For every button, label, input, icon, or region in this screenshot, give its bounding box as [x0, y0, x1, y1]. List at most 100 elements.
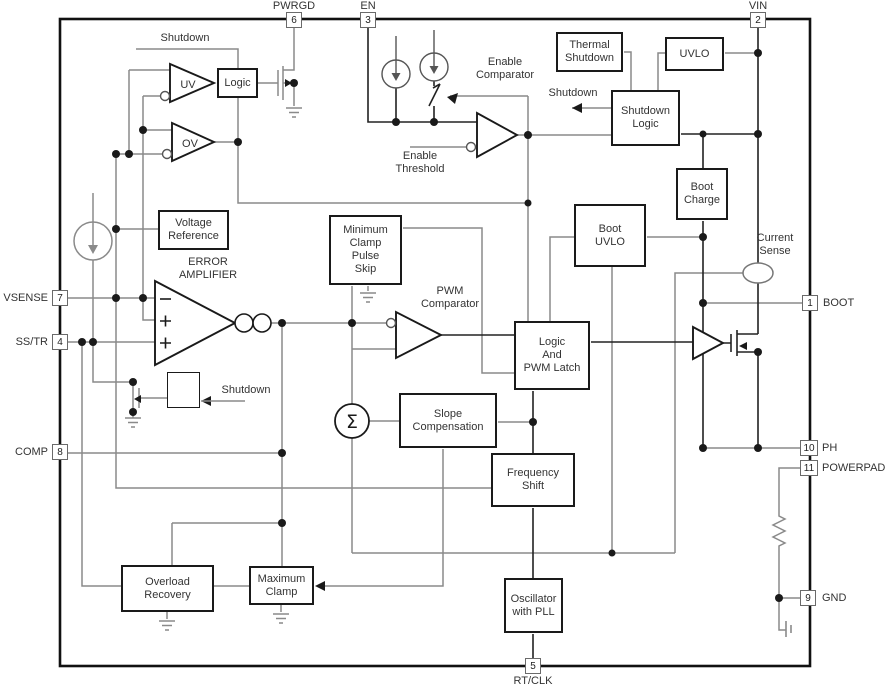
- block-thermal-shutdown: Thermal Shutdown: [556, 32, 623, 72]
- capacitor-icon: [785, 621, 792, 637]
- block-boot-charge: Boot Charge: [676, 168, 728, 220]
- ss-fet-gate: [132, 388, 167, 418]
- wire-ref-rail: [142, 96, 155, 321]
- ground-icon: [286, 107, 302, 118]
- pin-label-ph: PH: [822, 442, 838, 454]
- uv-comparator-triangle: [169, 62, 217, 104]
- block-shutdown-logic: Shutdown Logic: [611, 90, 680, 146]
- ov-comparator-triangle: [171, 121, 217, 163]
- gm-output-icon: [234, 313, 272, 333]
- enable-comparator-label: Enable Comparator: [475, 56, 535, 81]
- wire-slope-maxclamp: [318, 449, 444, 587]
- pin-label-pwrgd: PWRGD: [272, 0, 316, 12]
- pin-boot: 1: [802, 295, 818, 311]
- ground-icon: [273, 613, 289, 624]
- block-logic-and-pwm-latch: Logic And PWM Latch: [514, 321, 590, 390]
- pin-comp: 8: [52, 444, 68, 460]
- block-voltage-reference: Voltage Reference: [158, 210, 229, 250]
- block-ss-discharge: [167, 372, 200, 408]
- block-oscillator-with-pll: Oscillator with PLL: [504, 578, 563, 633]
- shutdown-top-label: Shutdown: [160, 32, 210, 44]
- current-sense-ellipse: [742, 262, 774, 284]
- ov-label: OV: [182, 138, 199, 150]
- wire-ss-discharge: [92, 260, 134, 412]
- ground-icon: [360, 292, 376, 303]
- block-maximum-clamp: Maximum Clamp: [249, 566, 314, 605]
- pin-gnd: 9: [800, 590, 816, 606]
- power-fet-body-arrow: [739, 342, 747, 350]
- wire-bootuvlo-latch: [549, 236, 574, 321]
- pin-ph: 10: [800, 440, 818, 456]
- inverter-bubble: [385, 317, 397, 329]
- arrowhead-enable-feedback: [447, 93, 458, 104]
- wire-uv-top-input: [128, 69, 170, 154]
- ss-fet-body-arrow: [134, 395, 141, 403]
- arrowhead-shutdown-signal: [572, 103, 582, 113]
- gate-driver-triangle: [692, 325, 726, 361]
- pin-label-boot: BOOT: [823, 297, 855, 309]
- enable-threshold-label: Enable Threshold: [395, 150, 445, 175]
- block-logic: Logic: [217, 68, 258, 98]
- pin-label-powerpad: POWERPAD: [822, 462, 886, 474]
- pin-sstr: 4: [52, 334, 68, 350]
- wire-shutdown-top: [136, 48, 239, 68]
- plus-sign: [160, 315, 171, 327]
- pin-label-en: EN: [360, 0, 376, 12]
- ground-icons: [125, 107, 376, 631]
- wire-ov-out: [213, 98, 528, 204]
- inverter-bubble: [159, 90, 171, 102]
- inverter-bubble: [161, 148, 173, 160]
- block-overload-recovery: Overload Recovery: [121, 565, 214, 612]
- sigma-label: Σ: [346, 411, 358, 433]
- comparators: [154, 62, 726, 367]
- power-mosfet-wires: [723, 330, 759, 448]
- junction-dots: [78, 49, 783, 602]
- pwm-comparator-triangle: [395, 310, 444, 360]
- wire-powerpad-gnd: [778, 467, 800, 631]
- pin-label-gnd: GND: [822, 592, 847, 604]
- pwrgd-fet-body-arrow: [285, 79, 292, 87]
- wire-uvlo-links: [657, 52, 758, 90]
- pwrgd-fet-wires: [258, 28, 295, 106]
- block-uvlo: UVLO: [665, 37, 724, 71]
- plus-sign: [160, 337, 171, 349]
- block-minimum-clamp-pulse-skip: Minimum Clamp Pulse Skip: [329, 215, 402, 285]
- pwm-comparator-label: PWM Comparator: [420, 285, 480, 310]
- shutdown-ss-label: Shutdown: [221, 384, 271, 396]
- wire-minclamp-sigma: [351, 286, 396, 553]
- wire-overload-top: [171, 522, 282, 565]
- ground-icon: [159, 620, 175, 631]
- enable-switch-icon: [428, 83, 441, 107]
- wire-current-sense: [352, 272, 743, 554]
- gnd-stubs: [166, 605, 282, 619]
- sigma-icon: [334, 403, 370, 439]
- block-frequency-shift: Frequency Shift: [491, 453, 575, 507]
- block-boot-uvlo: Boot UVLO: [574, 204, 646, 267]
- wire-en-pin: [367, 28, 477, 123]
- wire-sstr-overload: [81, 342, 121, 587]
- block-label: Logic: [224, 76, 251, 89]
- current-source-icons: [73, 30, 449, 261]
- pin-label-vsense: VSENSE: [3, 292, 48, 304]
- pin-vin: 2: [750, 12, 766, 28]
- pin-vsense: 7: [52, 290, 68, 306]
- pin-pwrgd: 6: [286, 12, 302, 28]
- error-amplifier-label: ERROR AMPLIFIER: [178, 256, 238, 281]
- pin-powerpad: 11: [800, 460, 818, 476]
- block-slope-compensation: Slope Compensation: [399, 393, 497, 448]
- wire-thermal-link: [624, 51, 632, 90]
- current-sense-label: Current Sense: [756, 232, 794, 257]
- arrowhead-maxclamp: [315, 581, 325, 591]
- ground-icon: [125, 417, 141, 428]
- uv-label: UV: [180, 79, 196, 91]
- pin-en: 3: [360, 12, 376, 28]
- opamp-input-signs: [160, 298, 171, 349]
- inverter-bubbles: [159, 90, 477, 329]
- error-amplifier-triangle: [154, 279, 238, 367]
- pin-label-sstr: SS/TR: [15, 336, 48, 348]
- pin-rtclk: 5: [525, 658, 541, 674]
- shutdown-mid-label: Shutdown: [548, 87, 598, 99]
- enable-comparator-triangle: [476, 111, 519, 159]
